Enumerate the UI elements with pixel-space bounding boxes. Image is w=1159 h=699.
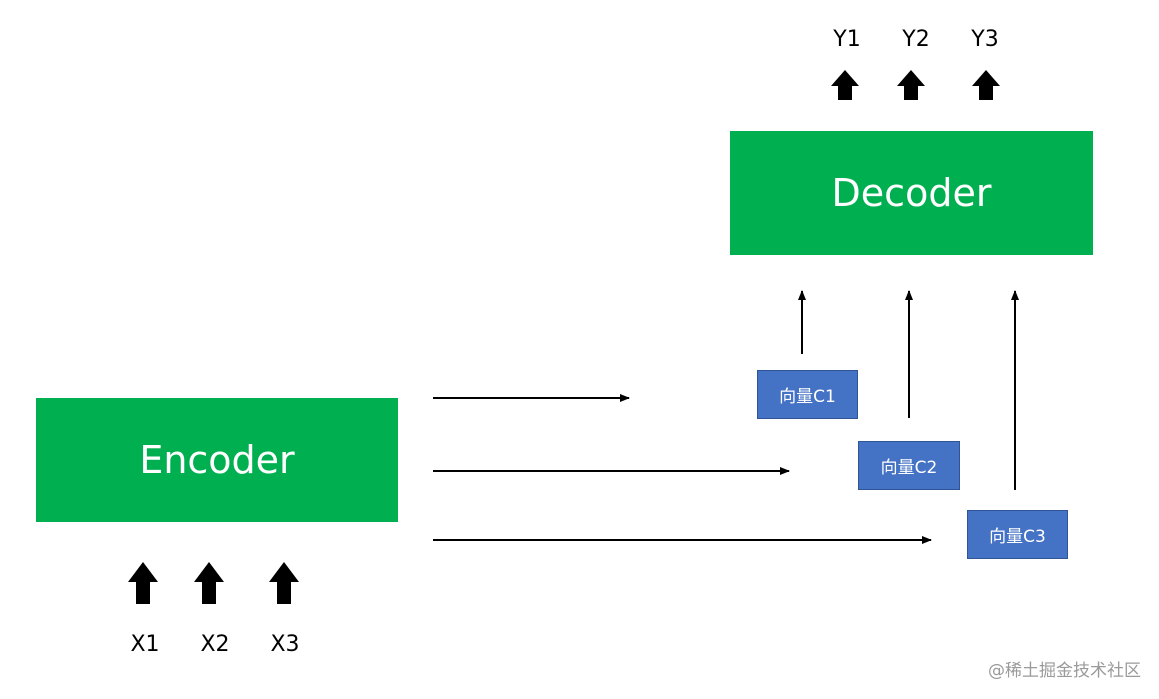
encoder-block: Encoder <box>36 398 398 522</box>
output-label-y2: Y2 <box>902 27 930 52</box>
context-vector-c1: 向量C1 <box>757 370 858 419</box>
context-vector-c3: 向量C3 <box>967 510 1068 559</box>
input-arrow-1 <box>128 562 158 604</box>
output-arrow-1 <box>831 70 859 100</box>
context-vector-label: 向量C1 <box>779 387 836 407</box>
input-label-x2: X2 <box>200 632 230 657</box>
decoder-block: Decoder <box>730 131 1093 255</box>
decoder-label: Decoder <box>831 171 992 215</box>
output-arrow-3 <box>972 70 1000 100</box>
output-label-y1: Y1 <box>833 27 861 52</box>
context-vector-c2: 向量C2 <box>858 441 960 490</box>
input-label-x3: X3 <box>270 632 300 657</box>
input-arrow-2 <box>194 562 224 604</box>
watermark: @稀土掘金技术社区 <box>988 661 1141 681</box>
context-vector-label: 向量C2 <box>880 458 938 478</box>
input-arrow-3 <box>269 562 299 604</box>
encoder-label: Encoder <box>139 438 295 482</box>
context-vector-label: 向量C3 <box>989 527 1046 547</box>
output-label-y3: Y3 <box>971 27 999 52</box>
output-arrow-2 <box>897 70 925 100</box>
input-label-x1: X1 <box>130 632 160 657</box>
